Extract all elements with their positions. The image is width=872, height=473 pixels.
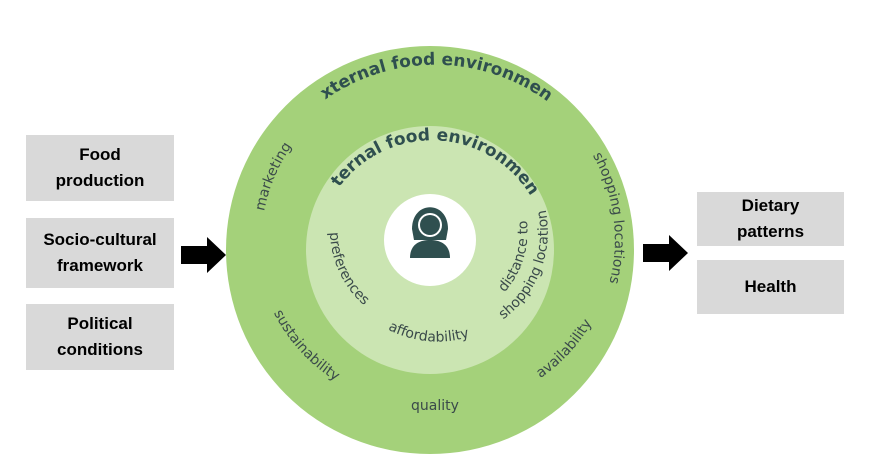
output-box-health: Health [697,260,844,314]
person-icon [410,207,450,258]
output-box-dietary-patterns: Dietary patterns [697,192,844,246]
output-label: Dietary patterns [736,196,805,241]
input-box-socio-cultural-framework: Socio-cultural framework [26,218,174,288]
input-label: Socio-cultural framework [43,230,157,275]
input-box-political-conditions: Political conditions [26,304,174,370]
factor-quality: quality [411,398,459,414]
input-arrow [181,237,226,273]
output-arrow [643,235,688,271]
input-box-food-production: Food production [26,135,174,201]
output-label: Health [744,277,797,296]
input-label: Food production [55,145,145,190]
input-label: Political conditions [57,314,143,359]
